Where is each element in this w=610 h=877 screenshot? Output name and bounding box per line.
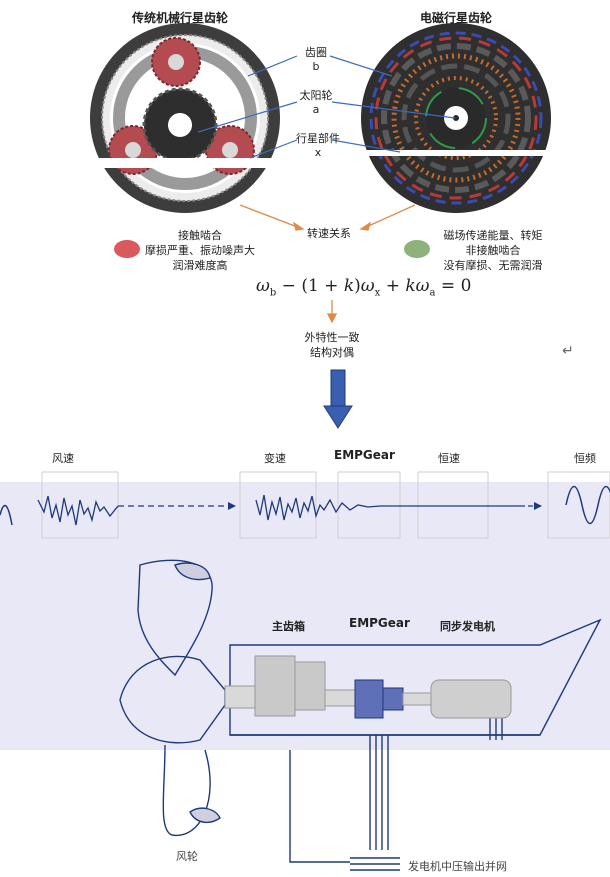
result-text: 外特性一致 结构对偶 (300, 330, 364, 360)
constant-frequency-label: 恒频 (574, 452, 596, 465)
electromagnetic-notes: 磁场传递能量、转矩 非接触啮合 没有摩损、无需润滑 (428, 228, 558, 273)
electromagnetic-note-3: 没有摩损、无需润滑 (443, 259, 543, 272)
grid-output-label: 发电机中压输出并网 (408, 860, 507, 873)
speed-relation-label: 转速关系 (307, 227, 351, 240)
mechanical-note-3: 润滑难度高 (172, 259, 228, 272)
rotor-label: 风轮 (176, 850, 198, 863)
signal-strip (0, 471, 610, 539)
good-indicator-dot (404, 240, 430, 258)
turbine-drawing (119, 559, 602, 871)
result-line-1: 外特性一致 (304, 331, 360, 344)
sun-label-text: 太阳轮 (299, 89, 333, 102)
sun-label-symbol: a (312, 103, 320, 116)
variable-speed-label: 变速 (264, 452, 286, 465)
mechanical-note-2: 摩损严重、振动噪声大 (145, 244, 255, 257)
orange-arrows (239, 204, 416, 324)
drive-train (224, 655, 512, 719)
speed-equation: ωb − (1 + k)ωx + kωa = 0 (256, 276, 472, 299)
ring-label-symbol: b (312, 60, 320, 73)
electromagnetic-note-2: 非接触啮合 (465, 244, 521, 257)
empgear-signal-label: EMPGear (334, 448, 395, 462)
right-gear-title: 电磁行星齿轮 (420, 11, 493, 25)
sun-label: 太阳轮 a (292, 87, 340, 116)
result-line-2: 结构对偶 (310, 346, 354, 359)
electromagnetic-note-1: 磁场传递能量、转矩 (443, 229, 543, 242)
mechanical-note-1: 接触啮合 (178, 229, 222, 242)
leader-lines (197, 55, 456, 159)
generator-label: 同步发电机 (440, 620, 495, 633)
mechanical-planetary-gear (88, 23, 280, 213)
constant-speed-label: 恒速 (438, 452, 460, 465)
ring-label-text: 齿圈 (305, 46, 327, 59)
left-gear-title: 传统机械行星齿轮 (132, 11, 229, 25)
big-down-arrow (323, 369, 353, 429)
planet-label: 行星部件 x (290, 130, 346, 159)
planet-label-text: 行星部件 (296, 132, 340, 145)
mechanical-notes: 接触啮合 摩损严重、振动噪声大 润滑难度高 (135, 228, 265, 273)
wind-speed-label: 风速 (52, 452, 74, 465)
bad-indicator-dot (114, 240, 140, 258)
ring-label: 齿圈 b (296, 44, 336, 73)
empgear-label: EMPGear (349, 616, 410, 630)
return-mark-icon: ↵ (562, 343, 574, 359)
gearbox-label: 主齿箱 (272, 620, 305, 633)
electromagnetic-planetary-gear (360, 23, 551, 213)
planet-label-symbol: x (314, 146, 322, 159)
